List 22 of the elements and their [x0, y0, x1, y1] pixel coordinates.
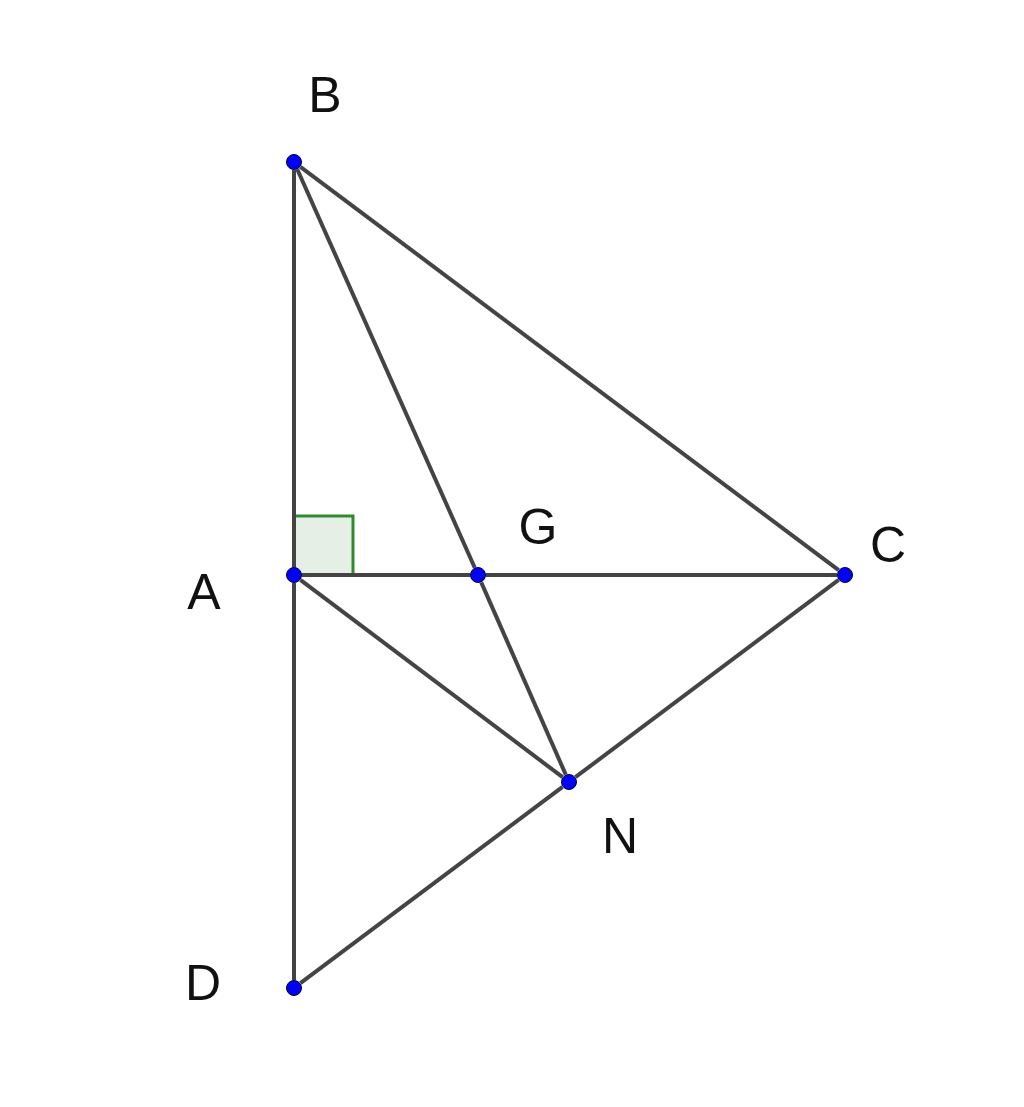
point-label: G [518, 502, 558, 552]
line-segment [479, 581, 568, 776]
point-label: A [187, 567, 221, 617]
line-segment [302, 573, 470, 577]
point-dot [286, 567, 302, 583]
point-label: B [308, 70, 342, 120]
point-dot [561, 774, 577, 790]
point-dot [837, 567, 853, 583]
line-segment [486, 573, 837, 577]
line-segment [299, 165, 840, 572]
line-segment [574, 578, 840, 779]
line-segment [299, 578, 564, 779]
point-dot [470, 567, 486, 583]
point-label: C [869, 520, 907, 570]
point-label: N [601, 811, 639, 861]
line-segment [292, 170, 296, 567]
point-dot [286, 154, 302, 170]
point-dot [286, 980, 302, 996]
line-segment [292, 583, 296, 980]
line-segment [299, 785, 564, 985]
point-label: D [184, 958, 222, 1008]
line-segment [295, 168, 477, 569]
